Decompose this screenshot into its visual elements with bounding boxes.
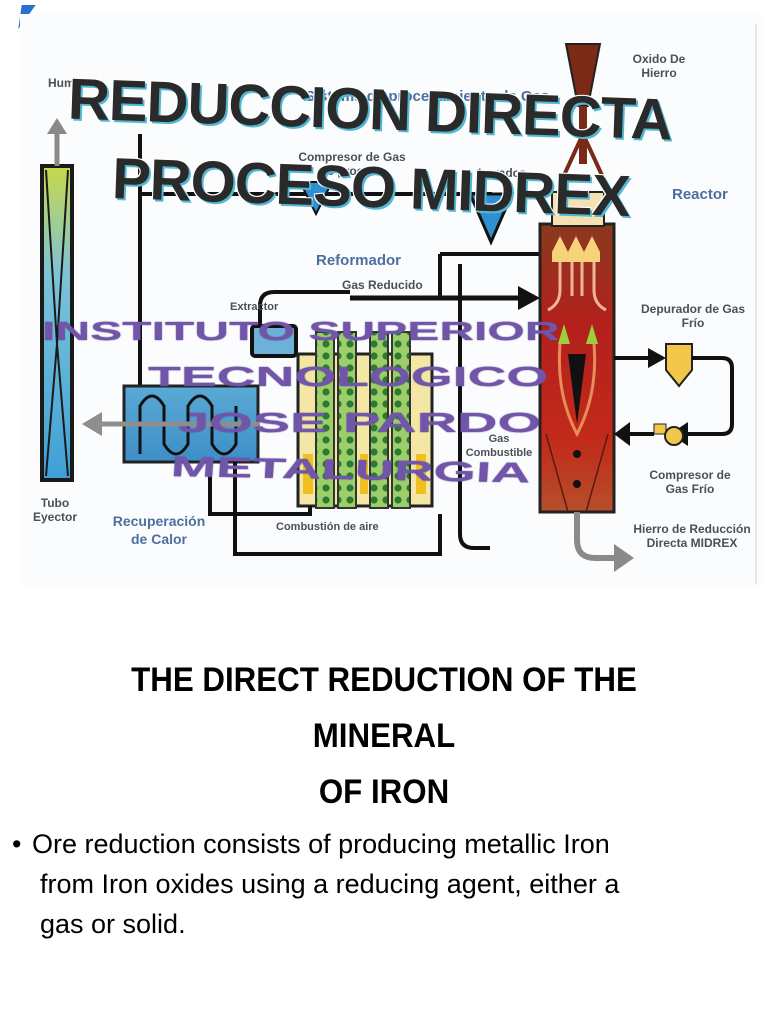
- bullet-marker: •: [12, 829, 22, 859]
- label-compresor-gas-proceso: Compresor de Gas de proceso: [298, 150, 406, 178]
- institution-line-3: JOSE PARDO: [178, 407, 542, 438]
- bullet-point: • Ore reduction consists of producing me…: [12, 824, 752, 944]
- bullet-line-1: Ore reduction consists of producing meta…: [32, 829, 610, 859]
- heading-line-1: THE DIRECT REDUCTION OF THE: [131, 661, 637, 699]
- institution-line-1: INSTITUTO SUPERIOR: [42, 316, 560, 346]
- label-reformador: Reformador: [316, 252, 402, 269]
- label-gas-combustible: Gas Combustible: [465, 433, 533, 459]
- label-humo: Humo: [48, 76, 82, 90]
- label-extractor: Extractor: [230, 301, 279, 313]
- label-sistema-gas: Sistema de procesamiento de Gas: [305, 88, 550, 105]
- label-compresor-gas-frio: Compresor de Gas Frío: [649, 468, 731, 496]
- label-lavador: Lavador: [478, 166, 525, 180]
- bullet-text: Ore reduction consists of producing meta…: [12, 824, 752, 944]
- label-depurador-gas-frio: Depurador de Gas Frío: [640, 302, 746, 330]
- bullet-line-2: from Iron oxides using a reducing agent,…: [40, 869, 620, 899]
- label-hierro-reduccion-directa: Hierro de Reducción Directa MIDREX: [633, 522, 751, 550]
- label-reactor: Reactor: [672, 186, 728, 203]
- institution-line-4: METALURGIA: [169, 450, 532, 489]
- bullet-line-3: gas or solid.: [40, 909, 186, 939]
- label-oxido-hierro: Oxido De Hierro: [632, 52, 686, 80]
- process-flow-graphic: [40, 24, 757, 584]
- label-gas-reducido: Gas Reducido: [342, 278, 423, 292]
- slide-heading: THE DIRECT REDUCTION OF THE MINERAL OF I…: [0, 652, 768, 820]
- label-recuperacion-calor: Recuperación de Calor: [112, 513, 206, 547]
- heading-line-3: OF IRON: [318, 773, 450, 811]
- heading-line-2: MINERAL: [312, 717, 456, 755]
- label-combustion-aire: Combustión de aire: [276, 521, 379, 533]
- midrex-process-diagram: Humo Sistema de procesamiento de Gas Com…: [20, 14, 764, 586]
- institution-line-2: TECNOLOGICO: [148, 361, 549, 392]
- label-tubo-eyector: Tubo Eyector: [32, 496, 78, 524]
